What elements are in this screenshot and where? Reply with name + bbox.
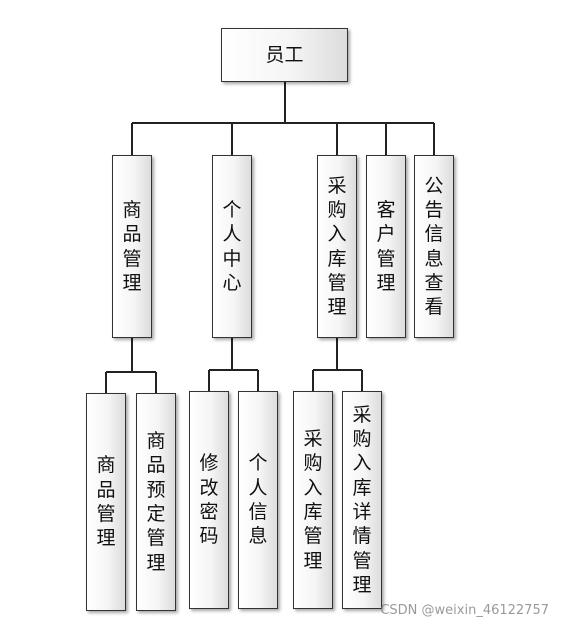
node-label: 个人中心 — [222, 198, 242, 294]
node-label: 客户管理 — [376, 198, 396, 294]
node-root-employee: 员工 — [221, 28, 348, 82]
node-label: 商品预定管理 — [146, 430, 166, 574]
node-label: 商品管理 — [122, 198, 142, 294]
node-label: 公告信息查看 — [424, 174, 444, 319]
node-change-password: 修改密码 — [189, 391, 229, 609]
node-goods-reservation-management: 商品预定管理 — [136, 393, 176, 611]
node-goods-management-sub: 商品管理 — [86, 393, 126, 611]
node-customer-management: 客户管理 — [366, 155, 406, 338]
node-goods-management: 商品管理 — [112, 155, 152, 338]
node-notice-view: 公告信息查看 — [414, 155, 454, 338]
node-label: 修改密码 — [199, 452, 219, 548]
node-root-label: 员工 — [265, 43, 304, 66]
node-personal-center: 个人中心 — [212, 155, 252, 338]
node-label: 采购入库管理 — [303, 428, 323, 572]
node-label: 采购入库详情管理 — [352, 403, 372, 596]
watermark: CSDN @weixin_46122757 — [380, 603, 549, 618]
node-personal-info: 个人信息 — [238, 391, 278, 609]
node-label: 采购入库管理 — [327, 174, 347, 319]
node-purchase-stock-management-sub: 采购入库管理 — [293, 391, 333, 609]
node-label: 个人信息 — [248, 452, 268, 548]
node-purchase-stock-management: 采购入库管理 — [317, 155, 357, 338]
node-purchase-stock-detail-management: 采购入库详情管理 — [342, 391, 382, 609]
node-label: 商品管理 — [96, 454, 116, 550]
